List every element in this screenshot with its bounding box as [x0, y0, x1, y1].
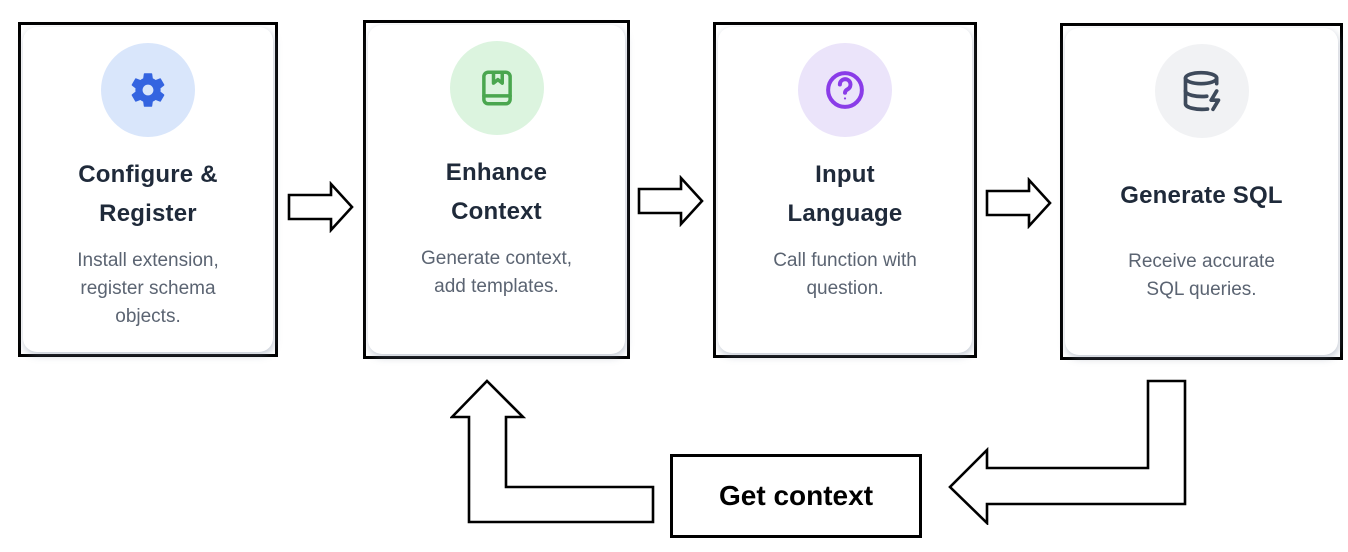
card-description: Receive accurate SQL queries.	[1128, 248, 1275, 304]
question-circle-icon	[826, 71, 864, 109]
book-bookmark-icon	[481, 70, 512, 106]
card-title-line: Language	[787, 200, 903, 227]
card-generate-sql-inner: Generate SQL Receive accurate SQL querie…	[1065, 28, 1338, 355]
card-enhance-context: Enhance Context Generate context, add te…	[363, 20, 630, 359]
card-desc-line: Call function with	[773, 250, 917, 271]
gear-icon-circle	[101, 43, 195, 137]
card-enhance-context-inner: Enhance Context Generate context, add te…	[368, 25, 625, 354]
question-icon-circle	[798, 43, 892, 137]
card-desc-line: SQL queries.	[1146, 279, 1257, 300]
card-desc-line: add templates.	[434, 276, 559, 297]
card-desc-line: question.	[806, 278, 884, 299]
loop-arrow-left-up-icon	[448, 379, 655, 529]
card-configure-register-inner: Configure & Register Install extension, …	[23, 27, 273, 352]
card-title-line: Generate SQL	[1120, 181, 1283, 209]
card-description: Call function with question.	[773, 247, 917, 303]
database-icon-circle	[1154, 44, 1249, 138]
card-description: Install extension, register schema objec…	[77, 247, 219, 331]
card-title-line: Configure &	[78, 161, 218, 188]
card-title-line: Input	[815, 161, 875, 188]
card-desc-line: Receive accurate	[1128, 251, 1275, 272]
card-title: Enhance Context	[446, 153, 547, 231]
database-zap-icon	[1183, 70, 1220, 112]
loop-label: Get context	[718, 480, 874, 511]
card-input-language-inner: Input Language Call function with questi…	[718, 27, 972, 353]
card-configure-register: Configure & Register Install extension, …	[18, 22, 278, 357]
card-generate-sql: Generate SQL Receive accurate SQL querie…	[1060, 23, 1343, 360]
card-desc-line: objects.	[115, 306, 181, 327]
flow-arrow-1-right-icon	[287, 180, 355, 238]
card-title: Configure & Register	[78, 155, 218, 233]
loop-label-box: Get context	[670, 454, 922, 538]
book-icon-circle	[449, 41, 544, 135]
card-input-language: Input Language Call function with questi…	[713, 22, 977, 358]
card-description: Generate context, add templates.	[421, 245, 572, 301]
flow-arrow-2-right-icon	[637, 174, 705, 232]
loop-arrow-down-left-icon	[948, 379, 1187, 530]
card-title-line: Context	[451, 198, 542, 225]
flow-arrow-3-right-icon	[985, 176, 1053, 234]
card-desc-line: register schema	[80, 278, 216, 299]
card-title-line: Register	[99, 200, 197, 227]
card-title: Generate SQL	[1120, 156, 1282, 234]
card-title: Input Language	[788, 155, 903, 233]
gear-icon	[131, 73, 165, 107]
card-title-line: Enhance	[445, 159, 548, 186]
card-desc-line: Generate context,	[420, 248, 573, 269]
card-desc-line: Install extension,	[77, 250, 219, 271]
